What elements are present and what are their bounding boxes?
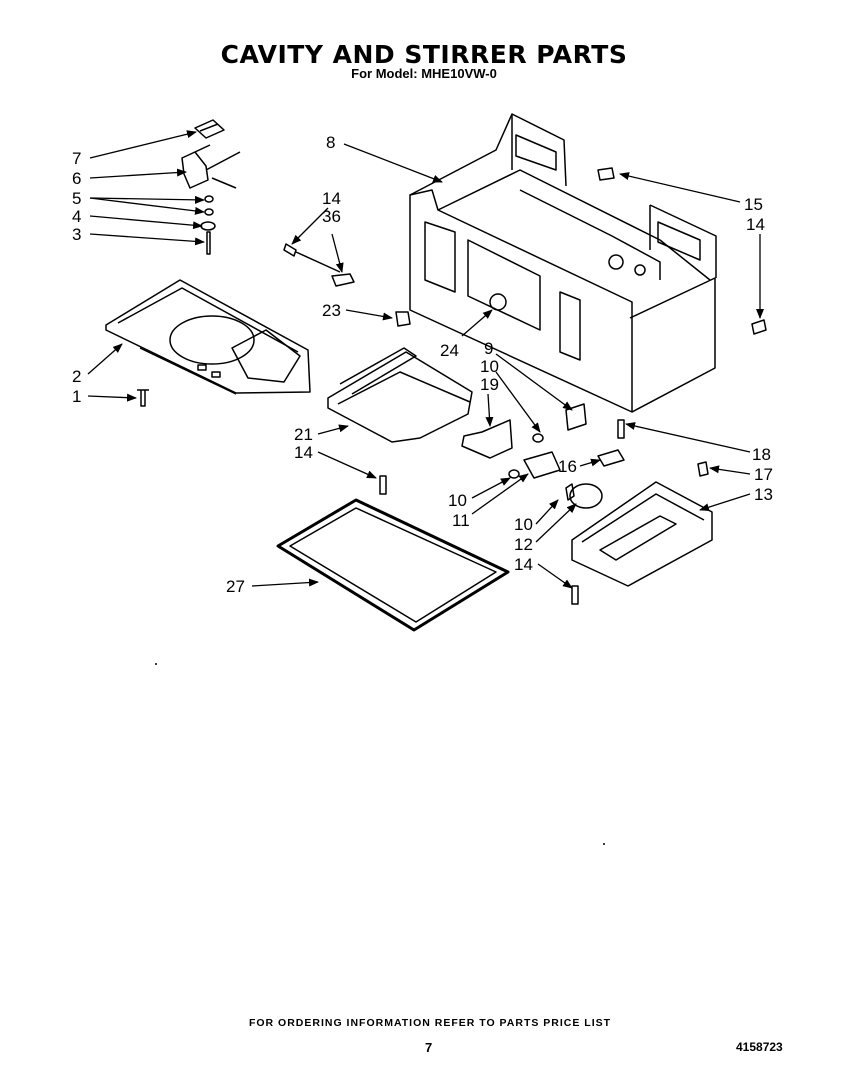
stirrer-assembly (181, 119, 241, 255)
callout-14-top: 14 (322, 189, 341, 208)
plug-button (395, 311, 411, 327)
callout-8: 8 (326, 133, 335, 152)
glass-tray-27 (276, 498, 510, 632)
callout-13: 13 (754, 485, 773, 504)
callout-4: 4 (72, 207, 81, 226)
callout-36: 36 (322, 207, 341, 226)
screw-14-top (283, 243, 341, 273)
ordering-note: FOR ORDERING INFORMATION REFER TO PARTS … (248, 1017, 612, 1029)
leader-lines (87, 130, 764, 589)
callout-3: 3 (72, 225, 81, 244)
bottom-plate-13 (571, 481, 713, 587)
clip-17 (697, 461, 709, 477)
callout-2: 2 (72, 367, 81, 386)
callout-15: 15 (744, 195, 763, 214)
callout-14-right: 14 (746, 215, 765, 234)
switch-9 (565, 403, 587, 431)
nut-10-lower (508, 469, 520, 479)
lamp-base (565, 483, 575, 501)
lamp-bulb-12 (569, 483, 603, 509)
callout-10-left: 10 (448, 491, 467, 510)
bracket-19 (461, 419, 513, 459)
callout-10-upper: 10 (480, 357, 499, 376)
callout-1: 1 (72, 387, 81, 406)
callout-27: 27 (226, 577, 245, 596)
cavity-front (409, 113, 717, 413)
cavity-bracket-15 (597, 167, 615, 181)
model-subtitle: For Model: MHE10VW-0 (351, 66, 497, 81)
lamp-socket-11 (523, 451, 561, 479)
callout-9: 9 (484, 339, 493, 358)
page-number: 7 (425, 1040, 433, 1055)
callout-10-right: 10 (514, 515, 533, 534)
callout-14-bottom: 14 (514, 555, 533, 574)
stirrer-cover (105, 279, 311, 395)
speck (603, 843, 605, 845)
callout-5: 5 (72, 189, 81, 208)
callout-17: 17 (754, 465, 773, 484)
callout-21: 21 (294, 425, 313, 444)
callout-12: 12 (514, 535, 533, 554)
callout-7: 7 (72, 149, 81, 168)
callout-23: 23 (322, 301, 341, 320)
stirrer-shaft-bushing (489, 293, 507, 311)
page-title: CAVITY AND STIRRER PARTS (220, 40, 628, 69)
screw-14-bottom (571, 585, 579, 605)
callout-11: 11 (452, 511, 470, 530)
nut-10-upper (532, 433, 544, 443)
callout-19: 19 (480, 375, 499, 394)
callout-18: 18 (752, 445, 771, 464)
callout-6: 6 (72, 169, 81, 188)
callout-16: 16 (558, 457, 577, 476)
callout-14-light: 14 (294, 443, 313, 462)
document-number: 4158723 (736, 1040, 783, 1054)
screw-1 (137, 389, 149, 407)
callout-24: 24 (440, 341, 459, 360)
thermal-cutout-16 (597, 449, 625, 467)
screw-18 (617, 419, 625, 439)
screw-14-light (379, 475, 387, 495)
light-housing (327, 347, 473, 443)
speck (155, 663, 157, 665)
clip-36 (331, 273, 355, 287)
screw-14-right (751, 319, 767, 335)
